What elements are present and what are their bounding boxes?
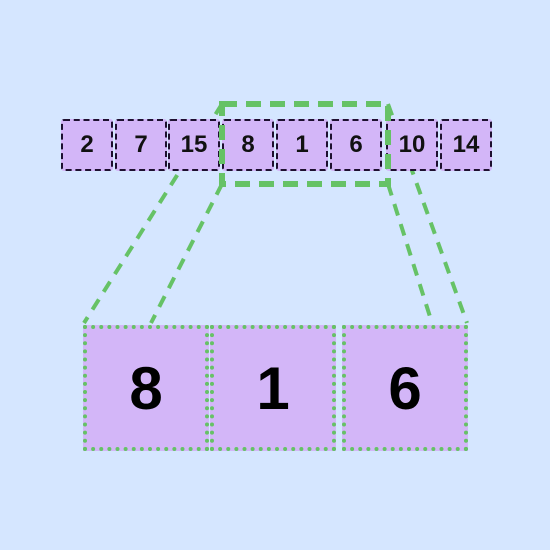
window-cell-large: 8 bbox=[83, 325, 209, 451]
window-cell-large: 1 bbox=[210, 325, 336, 451]
connector-line-inner-left bbox=[149, 183, 224, 324]
array-cell: 14 bbox=[440, 119, 492, 171]
array-cell: 6 bbox=[330, 119, 382, 171]
array-cell: 1 bbox=[276, 119, 328, 171]
window-highlight-box bbox=[219, 101, 391, 187]
connector-line-outer-right bbox=[386, 103, 469, 324]
window-cell-large: 6 bbox=[342, 325, 468, 451]
array-cell: 2 bbox=[61, 119, 113, 171]
array-cell: 10 bbox=[386, 119, 438, 171]
array-cell: 7 bbox=[115, 119, 167, 171]
array-cell: 15 bbox=[168, 119, 220, 171]
array-cell: 8 bbox=[222, 119, 274, 171]
connector-line-inner-right bbox=[386, 183, 434, 324]
